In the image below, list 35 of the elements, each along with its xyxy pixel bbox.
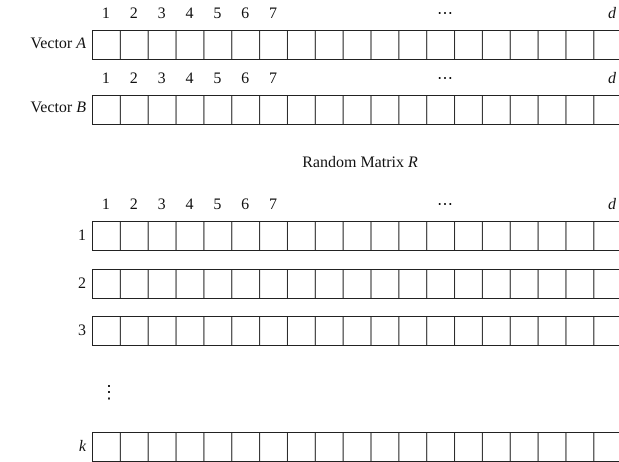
row-label: 3 xyxy=(78,323,86,339)
column-index: ⋯ xyxy=(437,197,453,213)
column-index: 4 xyxy=(185,6,194,22)
column-index: 3 xyxy=(158,6,166,22)
vertical-ellipsis: ⋮ xyxy=(100,384,118,400)
column-index: 5 xyxy=(213,71,222,87)
row-label: 2 xyxy=(78,276,86,292)
column-index: d xyxy=(608,197,616,213)
column-index: 1 xyxy=(102,197,110,213)
column-index: 3 xyxy=(158,71,166,87)
row-label: 1 xyxy=(78,228,86,244)
column-index: 1 xyxy=(102,71,110,87)
column-index: 3 xyxy=(158,197,166,213)
column-index: 1 xyxy=(102,6,110,22)
matrix-title: Random Matrix R xyxy=(302,155,418,171)
column-index: d xyxy=(608,71,616,87)
column-index: 7 xyxy=(269,6,278,22)
column-index: ⋯ xyxy=(437,71,453,87)
column-index: 2 xyxy=(130,197,138,213)
column-index: 7 xyxy=(269,71,278,87)
column-index: 2 xyxy=(130,6,138,22)
column-index: 7 xyxy=(269,197,278,213)
row-label: Vector A xyxy=(30,36,86,52)
column-index: d xyxy=(608,6,616,22)
column-index: 6 xyxy=(241,6,250,22)
column-index: 4 xyxy=(185,197,194,213)
column-index: 6 xyxy=(241,197,250,213)
column-index: 6 xyxy=(241,71,250,87)
column-index: 5 xyxy=(213,197,222,213)
column-index: ⋯ xyxy=(437,6,453,22)
row-label: Vector B xyxy=(30,100,86,116)
column-index: 2 xyxy=(130,71,138,87)
row-label: k xyxy=(78,439,86,455)
column-index: 4 xyxy=(185,71,194,87)
column-index: 5 xyxy=(213,6,222,22)
